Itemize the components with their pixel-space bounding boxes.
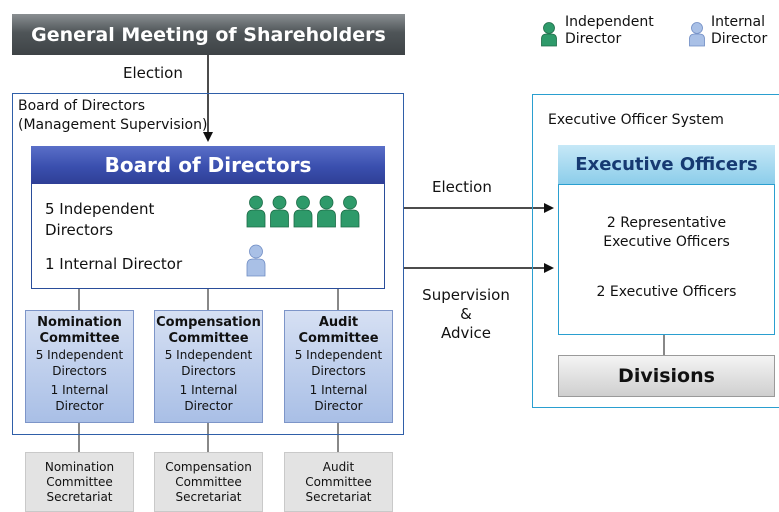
- divisions-box: Divisions: [558, 355, 775, 397]
- secretariat-line: Committee: [175, 475, 242, 489]
- board-internal-text: 1 Internal Director: [45, 255, 183, 273]
- executive-officers-count: 2 Executive Officers: [596, 284, 737, 300]
- committee-independent: 5 Independent: [35, 348, 124, 362]
- board-frame: [12, 93, 404, 435]
- committee-independent: 5 Independent: [164, 348, 253, 362]
- audit-secretariat: Audit Committee Secretariat: [284, 452, 393, 512]
- internal-director-icon: [246, 244, 266, 277]
- committee-title: Committee: [39, 331, 120, 346]
- legend-internal-line2: Director: [711, 31, 768, 47]
- supervision-line1: Supervision: [422, 286, 510, 304]
- committee-internal: 1 Internal: [309, 383, 368, 397]
- divisions-title: Divisions: [618, 365, 715, 387]
- executive-representatives: 2 Representative Executive Officers: [558, 214, 775, 252]
- shareholders-banner: General Meeting of Shareholders: [12, 14, 405, 55]
- executive-system-label: Executive Officer System: [548, 112, 724, 128]
- committee-internal: 1 Internal: [179, 383, 238, 397]
- election-top-label: Election: [123, 64, 183, 82]
- board-frame-label-line2: (Management Supervision): [18, 117, 208, 133]
- legend-independent-icon: [541, 22, 557, 47]
- election-label: Election: [432, 178, 492, 196]
- secretariat-line: Secretariat: [46, 490, 113, 504]
- committee-title: Audit: [318, 315, 359, 330]
- committee-internal: 1 Internal: [50, 383, 109, 397]
- compensation-committee: Compensation Committee 5 Independent Dir…: [154, 310, 263, 423]
- shareholders-title: General Meeting of Shareholders: [31, 23, 386, 46]
- committee-independent: Directors: [181, 364, 236, 378]
- secretariat-line: Compensation: [165, 460, 252, 474]
- committee-internal: Director: [184, 399, 233, 413]
- secretariat-line: Committee: [46, 475, 113, 489]
- legend-internal-label: Internal Director: [711, 14, 767, 48]
- committee-independent: 5 Independent: [294, 348, 383, 362]
- board-independent-text: 5 Independent Directors: [45, 199, 154, 241]
- supervision-label: Supervision & Advice: [404, 286, 528, 343]
- legend-internal-line1: Internal: [711, 14, 765, 30]
- committee-title: Compensation: [156, 315, 261, 330]
- legend-independent-label: Independent Director: [565, 14, 654, 48]
- board-header: Board of Directors: [31, 146, 385, 184]
- independent-director-icon: [317, 195, 336, 228]
- board-frame-label: Board of Directors (Management Supervisi…: [18, 97, 207, 135]
- nomination-secretariat: Nomination Committee Secretariat: [25, 452, 134, 512]
- legend-independent-line2: Director: [565, 31, 622, 47]
- executive-rep-line1: 2 Representative: [606, 215, 727, 231]
- legend-internal-icon: [689, 22, 705, 47]
- secretariat-line: Committee: [305, 475, 372, 489]
- audit-committee: Audit Committee 5 Independent Directors …: [284, 310, 393, 423]
- secretariat-line: Secretariat: [175, 490, 242, 504]
- independent-director-icon: [246, 195, 266, 228]
- board-independent-line2: Directors: [45, 221, 114, 239]
- board-title: Board of Directors: [104, 153, 312, 177]
- board-independent-line1: 5 Independent: [45, 200, 155, 218]
- secretariat-line: Nomination: [44, 460, 115, 474]
- board-frame-label-line1: Board of Directors: [18, 98, 146, 114]
- committee-internal: Director: [314, 399, 363, 413]
- nomination-committee: Nomination Committee 5 Independent Direc…: [25, 310, 134, 423]
- executive-title: Executive Officers: [575, 154, 758, 175]
- independent-director-icon: [270, 195, 289, 228]
- supervision-line3: Advice: [440, 324, 492, 342]
- secretariat-line: Secretariat: [305, 490, 372, 504]
- committee-independent: Directors: [52, 364, 107, 378]
- committee-title: Committee: [168, 331, 249, 346]
- independent-director-icon: [340, 195, 360, 228]
- committee-title: Committee: [298, 331, 379, 346]
- committee-independent: Directors: [311, 364, 366, 378]
- committee-internal: Director: [55, 399, 104, 413]
- executive-rep-line2: Executive Officers: [603, 234, 730, 250]
- compensation-secretariat: Compensation Committee Secretariat: [154, 452, 263, 512]
- executive-system-frame: [532, 94, 779, 408]
- executive-header: Executive Officers: [558, 145, 775, 185]
- independent-director-icon: [293, 195, 313, 228]
- legend-independent-line1: Independent: [565, 14, 654, 30]
- supervision-line2: &: [460, 305, 472, 323]
- committee-title: Nomination: [37, 315, 122, 330]
- secretariat-line: Audit: [322, 460, 355, 474]
